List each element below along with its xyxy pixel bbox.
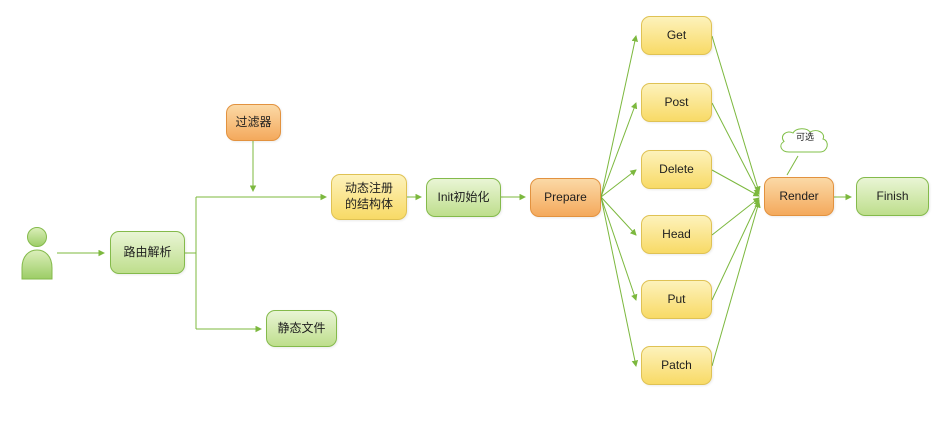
node-post: Post: [641, 83, 712, 122]
node-finish: Finish: [856, 177, 929, 216]
node-get: Get: [641, 16, 712, 55]
user-node: [17, 226, 57, 280]
node-delete: Delete: [641, 150, 712, 189]
optional-annotation: 可选: [776, 127, 834, 156]
node-route-parse: 路由解析: [110, 231, 185, 274]
node-head: Head: [641, 215, 712, 254]
node-static-files: 静态文件: [266, 310, 337, 347]
node-render: Render: [764, 177, 834, 216]
node-filter: 过滤器: [226, 104, 281, 141]
optional-annotation-label: 可选: [795, 132, 814, 142]
node-prepare: Prepare: [530, 178, 601, 217]
cloud-icon: [780, 128, 828, 153]
node-init: Init初始化: [426, 178, 501, 217]
node-put: Put: [641, 280, 712, 319]
node-patch: Patch: [641, 346, 712, 385]
person-icon: [21, 227, 53, 280]
node-registered-struct: 动态注册 的结构体: [331, 174, 407, 220]
